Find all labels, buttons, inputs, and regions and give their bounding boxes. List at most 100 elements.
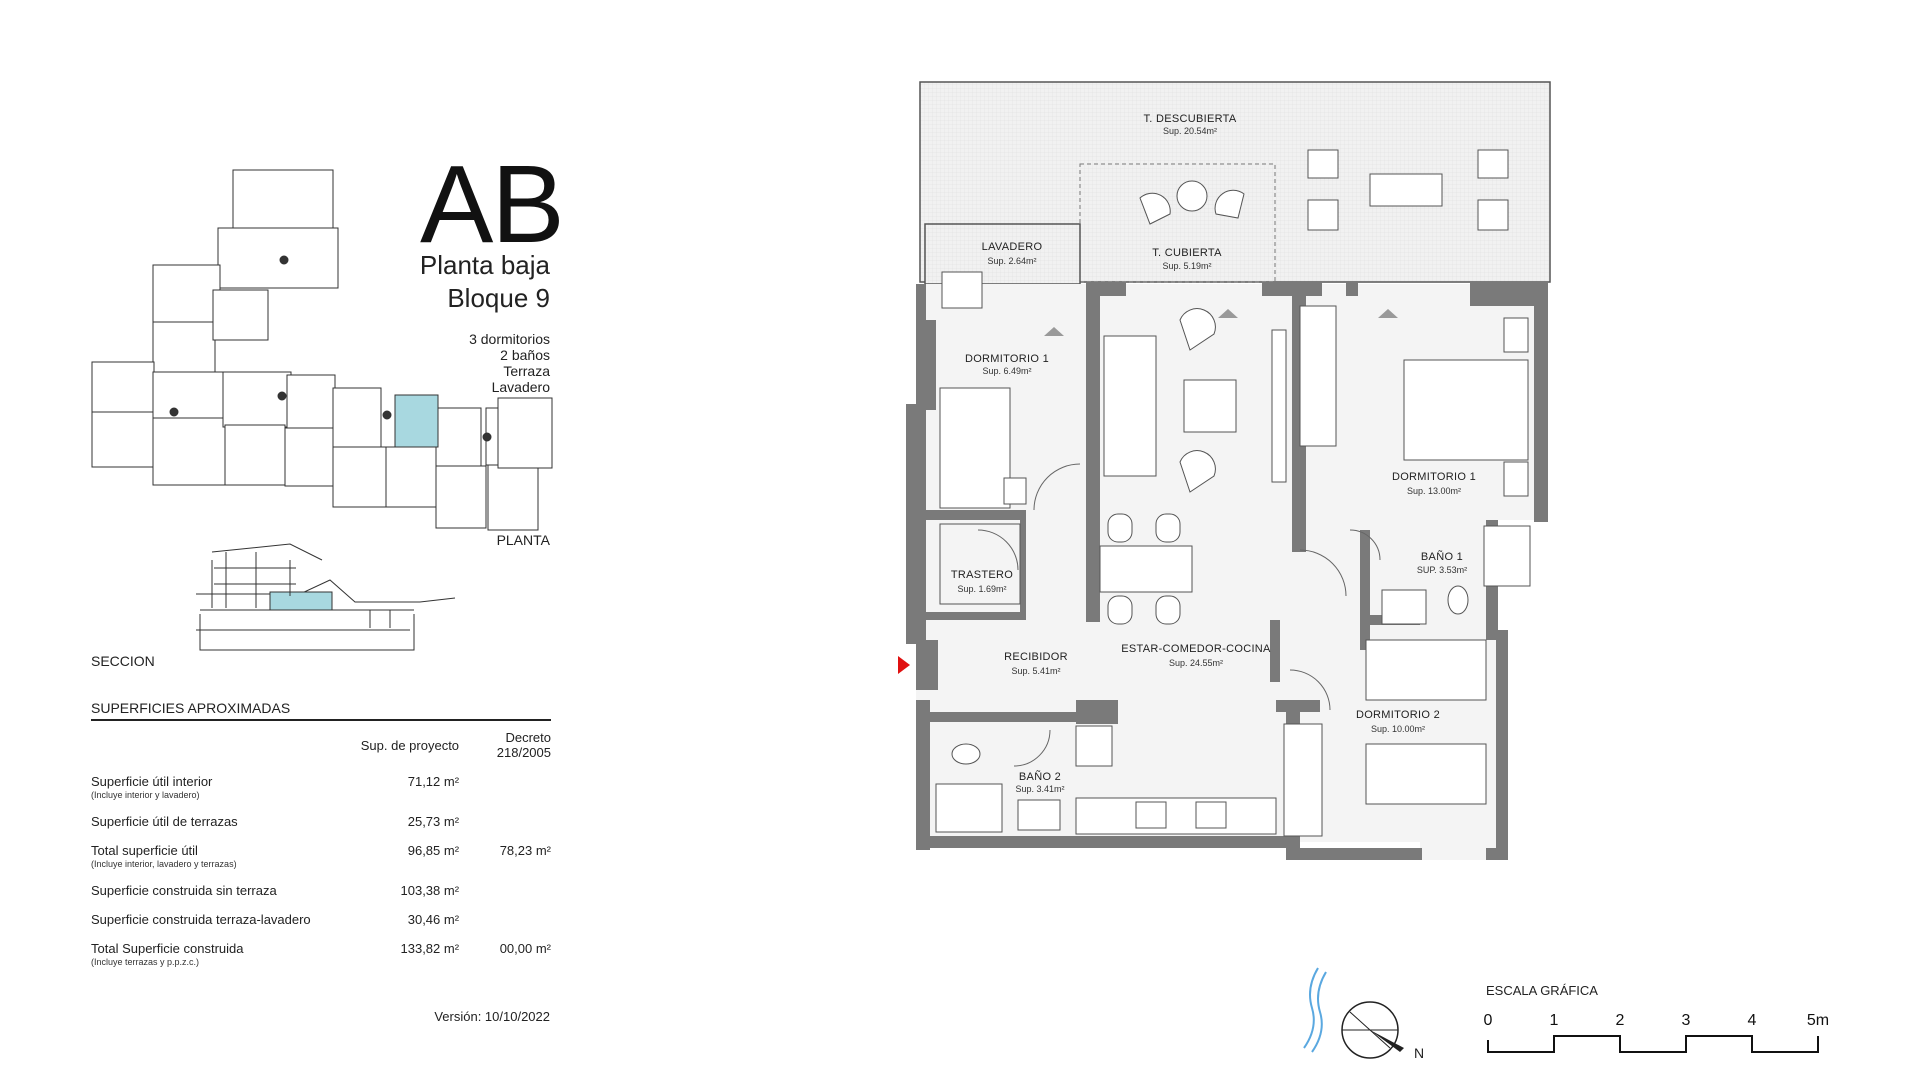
room-name: BAÑO 1 [1421,550,1463,563]
compass-needle-icon [1370,1030,1404,1052]
table-row: Total Superficie construida(Incluye terr… [91,941,551,981]
washbasin [1381,589,1427,625]
unit-code: AB [420,143,565,266]
floor-label: Planta baja [419,250,550,280]
col-decree: Decreto 218/2005 [496,730,551,760]
room-area: Sup. 1.69m² [957,584,1006,594]
row-note: (Incluye terrazas y p.p.z.c.) [91,957,200,967]
room-name: DORMITORIO 1 [1392,471,1476,483]
row-label: Total Superficie construida [91,941,244,956]
table-row: Superficie útil interior(Incluye interio… [91,774,551,814]
room-name: T. CUBIERTA [1152,247,1222,259]
shower [1483,525,1531,587]
surfaces-title: SUPERFICIES APROXIMADAS [91,700,291,716]
scale-tick: 4 [1748,1012,1757,1029]
room-name: ESTAR-COMEDOR-COCINA [1121,643,1271,655]
row-label: Superficie construida terraza-lavadero [91,912,311,927]
scale-title: ESCALA GRÁFICA [1486,983,1598,998]
room-area: Sup. 10.00m² [1371,724,1425,734]
room-area: Sup. 5.19m² [1162,261,1211,271]
room-name: T. DESCUBIERTA [1143,113,1236,125]
row-project-value: 103,38 m² [400,883,460,898]
toilet [1447,585,1469,615]
surfaces-header-row: Sup. de proyecto Decreto 218/2005 [91,730,551,774]
kitchen-counter [1075,797,1277,835]
room-area: Sup. 5.41m² [1011,666,1060,676]
stair-core-icon [169,407,179,417]
stair-core-icon [382,410,392,420]
dining-chair [1107,595,1133,625]
room-area: Sup. 20.54m² [1163,126,1217,136]
row-label: Superficie útil interior [91,774,213,789]
terrace-chair [1307,149,1339,179]
room-area: Sup. 2.64m² [987,256,1036,266]
tv-unit [1271,329,1287,483]
terrace-chair [1307,199,1339,231]
table-row: Superficie útil de terrazas 25,73 m² [91,814,551,843]
stair-core-icon [279,255,289,265]
stair-core-icon [482,432,492,442]
entry-arrow-icon [898,656,910,674]
dining-chair [1107,513,1133,543]
terrace-chair [1477,149,1509,179]
room-name: BAÑO 2 [1019,770,1061,783]
room-name: LAVADERO [982,241,1043,253]
triangle-icon [1218,309,1238,318]
terrace-chair [1477,199,1509,231]
floor-plan [898,81,1551,860]
row-project-value: 71,12 m² [407,774,460,789]
wardrobe [1299,305,1337,447]
triangle-icon [1044,327,1064,336]
scale-tick: 5m [1807,1012,1829,1029]
scale-line [1487,1035,1819,1053]
double-bed [1403,359,1529,461]
dining-chair [1155,595,1181,625]
row-decree-value: 00,00 m² [499,941,551,956]
feature-terrace: Terraza [503,363,550,379]
fridge [1075,725,1113,767]
key-plan [91,169,553,531]
unit-highlight [394,394,439,448]
room-name: RECIBIDOR [1004,651,1068,663]
storage-room [939,523,1021,605]
feature-laundry: Lavadero [491,379,550,395]
nightstand [1003,477,1027,505]
row-label: Total superficie útil [91,843,198,858]
dining-table [1099,545,1193,593]
scale-tick: 1 [1550,1012,1559,1029]
table-row: Total superficie útil(Incluye interior, … [91,843,551,883]
terrace-covered [1079,163,1276,283]
scale-tick: 2 [1616,1012,1625,1029]
scale-tick: 0 [1484,1012,1493,1029]
shower [935,783,1003,833]
north-label: N [1414,1045,1424,1061]
room-labels: T. DESCUBIERTA Sup. 20.54m² LAVADERO Sup… [951,113,1476,794]
round-table [1176,180,1208,212]
armchair [1139,192,1171,225]
single-bed [1365,743,1487,805]
row-project-value: 25,73 m² [407,814,460,829]
nightstand [1503,461,1529,497]
table-row: Superficie construida terraza-lavadero 3… [91,912,551,941]
room-name: DORMITORIO 2 [1356,709,1440,721]
key-plan-label: PLANTA [496,532,550,548]
row-project-value: 30,46 m² [407,912,460,927]
nightstand [1503,317,1529,353]
surfaces-divider [91,719,551,721]
toilet [951,743,981,765]
single-bed [939,387,1011,509]
row-decree-value: 78,23 m² [499,843,551,858]
sofa [1103,335,1157,477]
washbasin [1017,799,1061,831]
wave-icon [1303,967,1319,1049]
version-label: Versión: 10/10/2022 [434,1009,550,1024]
scale-bar: ESCALA GRÁFICA 0 1 2 3 4 5m [1484,983,1829,1053]
row-label: Superficie útil de terrazas [91,814,238,829]
section-drawing [196,543,456,651]
room-area: SUP. 3.53m² [1417,565,1467,575]
compass: N [1303,967,1424,1061]
door-swings [977,463,1381,767]
room-name: TRASTERO [951,569,1013,581]
scale-tick: 3 [1682,1012,1691,1029]
